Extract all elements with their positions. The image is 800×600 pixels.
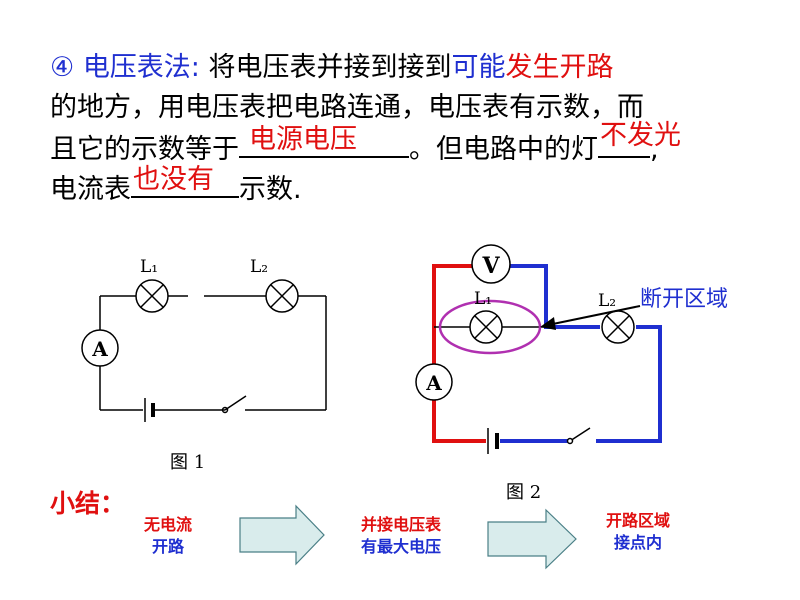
fig2-switch-blade (569, 427, 591, 442)
fig2-wire-red (432, 264, 486, 443)
fig2-lamp-1 (469, 310, 503, 344)
fig1-lamp-1-label: L₁ (140, 257, 158, 277)
fig2-voltmeter: V (471, 244, 511, 284)
summary-step-3-line-1: 开路区域 (605, 511, 670, 530)
line4-part-b: 示数. (239, 174, 302, 205)
fig2-lamp-1-label: L₁ (474, 289, 492, 309)
fig1-lamp-2-label: L₂ (250, 257, 268, 277)
fig1-caption: 图 1 (170, 452, 205, 473)
fig2-wire-blue-top (510, 264, 600, 329)
fig1-lamp-2 (265, 279, 299, 313)
method-number: ④ (50, 52, 75, 83)
line1-red-text: 发生开路 (505, 52, 614, 83)
fig2-voltmeter-label: V (481, 253, 500, 279)
summary-step-3-line-2: 接点内 (613, 533, 662, 552)
blank-no-light: 不发光 (598, 120, 681, 158)
line4-part-a: 电流表 (50, 174, 131, 205)
fig2-ammeter-label: A (425, 371, 442, 395)
line3-part-b: 。但电路中的灯 (409, 134, 598, 165)
line1-blue-text: 可能 (451, 52, 506, 83)
summary-arrow-1 (239, 504, 325, 566)
fig2-battery (487, 428, 499, 454)
text-line-3: 且它的示数等于电源电压 。但电路中的灯不发光, (50, 120, 681, 170)
summary-arrow-2 (487, 508, 577, 570)
fig2-lamp-2-label: L₂ (598, 291, 616, 311)
fig2-annotation-arrow (540, 305, 641, 330)
fig1-lamp-1 (135, 279, 169, 313)
fig2-caption: 图 2 (506, 482, 541, 503)
line3-part-c: , (650, 134, 659, 165)
line1-body: 将电压表并接到接到 (208, 52, 452, 83)
fig2-thin-wires (434, 326, 591, 445)
figure-1-circuit (99, 295, 327, 414)
answer-source-voltage: 电源电压 (249, 124, 357, 155)
text-line-2: 的地方，用电压表把电路连通，电压表有示数，而 (50, 92, 644, 123)
fig1-battery (144, 398, 155, 422)
fig1-switch-blade (224, 395, 247, 411)
summary-step-2-line-2: 有最大电压 (360, 537, 441, 556)
fig1-switch-pivot (221, 406, 229, 414)
summary-step-2-line-1: 并接电压表 (360, 515, 441, 534)
summary-step-1-line-1: 无电流 (143, 515, 192, 534)
method-title: 电压表法: (82, 52, 200, 83)
summary-step-2: 并接电压表 有最大电压 (346, 514, 456, 558)
answer-no-reading: 也没有 (133, 164, 214, 195)
line3-part-a: 且它的示数等于 (50, 134, 239, 165)
fig2-ammeter: A (415, 363, 453, 401)
blank-no-reading: 也没有 (131, 164, 239, 198)
answer-no-light: 不发光 (600, 120, 681, 151)
fig2-annotation-open-region: 断开区域 (640, 287, 729, 312)
fig2-lamp-2 (601, 310, 635, 344)
summary-step-1-line-2: 开路 (151, 537, 184, 556)
text-line-1: ④ 电压表法: 将电压表并接到接到可能发生开路 (50, 48, 614, 88)
text-line-4: 电流表也没有示数. (50, 164, 302, 210)
summary-label: 小结： (50, 489, 126, 518)
summary-step-1: 无电流 开路 (128, 514, 208, 558)
blank-source-voltage: 电源电压 (239, 124, 409, 158)
summary-step-3: 开路区域 接点内 (588, 510, 688, 554)
figure-2-circuit (432, 264, 662, 443)
fig2-wire-blue-right (596, 325, 662, 443)
fig1-ammeter: A (81, 329, 119, 367)
fig1-ammeter-label: A (91, 337, 108, 361)
